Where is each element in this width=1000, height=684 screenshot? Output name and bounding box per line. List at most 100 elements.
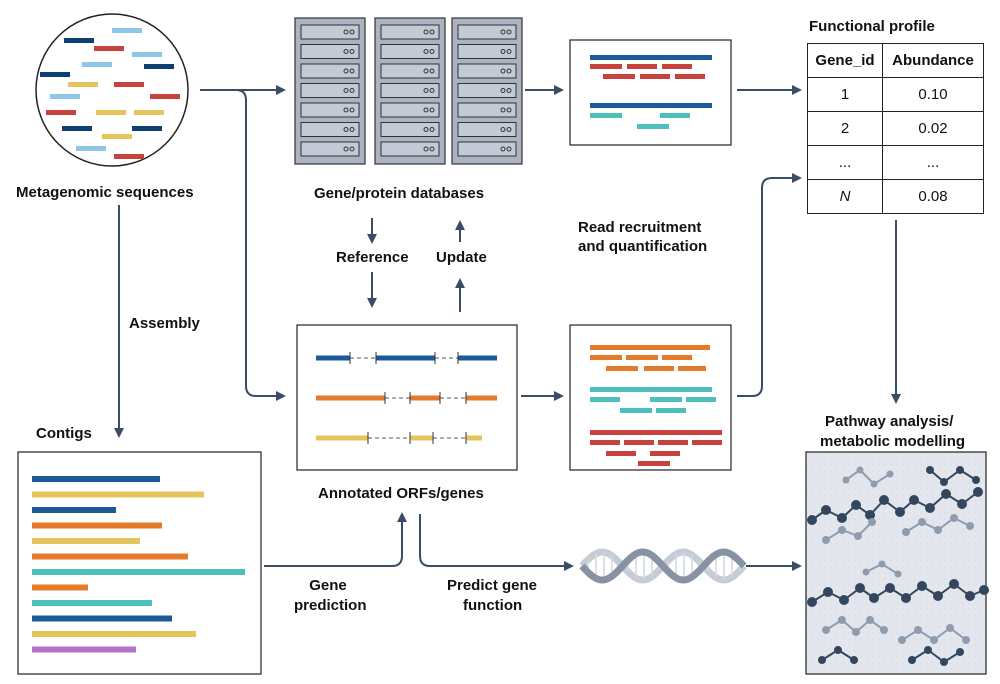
metabolite-node [837,513,847,523]
reference-label: Reference [336,249,409,266]
server-drive [380,141,440,157]
sequence-bar [590,113,622,118]
server-led [429,29,435,35]
sequence-bar [638,461,670,466]
metabolite-node [850,656,858,664]
metabolite-node [868,518,876,526]
table-row: 2 0.02 [807,111,984,146]
sequence-bar [590,430,722,435]
orf-segment [466,395,497,401]
sequence-bar [606,451,636,456]
server-led [343,127,349,132]
read-fragment [46,110,76,115]
sequence-bar [662,64,692,69]
metabolite-node [880,626,888,634]
server-led [349,49,355,54]
server-drive [300,44,360,59]
metabolite-node [957,499,967,509]
sequence-bar [692,440,722,445]
sequence-bar [640,74,670,79]
metabolite-node [965,591,975,601]
metabolite-node [854,532,862,540]
server-led [343,68,349,74]
contigs-label: Contigs [36,425,92,442]
server-led [349,127,355,132]
metabolite-node [838,526,846,534]
arrow-contigs-to-orfs [264,512,407,567]
metabolite-node [886,470,894,478]
contig-bar [32,615,172,622]
table-row: 1 0.10 [807,77,984,112]
metabolite-node [822,626,830,634]
server-led [423,29,429,35]
server-led [429,49,435,54]
orf-segment [410,435,433,441]
contig-bar [32,600,152,606]
server-icon [294,17,366,165]
metabolite-node [807,515,817,525]
server-icon [374,17,446,165]
server-drive [457,24,517,40]
read-fragment [76,146,106,151]
sequence-bar [590,55,712,60]
read-fragment [96,110,126,115]
metabolite-node [865,510,875,520]
sequence-bar [686,397,716,402]
server-led [349,29,355,35]
arrow-sequences-to-orfs [200,89,286,401]
read-fragment [114,82,144,87]
server-drive [457,141,517,157]
server-led [349,146,355,152]
sequence-bar [658,440,688,445]
server-led [343,107,349,113]
header-gene-id: Gene_id [807,43,883,78]
read-fragment [94,46,124,51]
server-drive [380,63,440,79]
read-fragment [50,94,80,99]
read-mapping-box-bottom [569,324,732,471]
sequence-bar [650,397,682,402]
metabolite-node [930,636,938,644]
contig-bar [32,553,188,560]
server-led [500,146,506,152]
metabolite-node [862,568,870,576]
dna-helix-icon [579,548,747,584]
metabolite-node [902,528,910,536]
sequence-bar [662,355,692,360]
orf-segment [410,395,440,401]
read-fragment [112,28,142,33]
read-fragment [102,134,132,139]
metabolite-node [823,587,833,597]
flow-arrows [114,85,901,571]
metabolite-node [949,579,959,589]
metabolite-node [839,595,849,605]
metabolite-node [870,480,878,488]
metabolite-node [973,487,983,497]
metabolite-node [908,656,916,664]
sequence-bar [590,345,710,350]
server-led [500,29,506,35]
metabolite-node [822,536,830,544]
predict-gene-function-label-line1: Predict gene [447,577,538,594]
sequence-bar [620,408,652,413]
helix-strand-front [579,548,747,584]
orf-segment [376,355,435,361]
read-fragment [144,64,174,69]
arrow-orfs-to-function [419,514,574,571]
server-led [423,127,429,132]
read-mapping-box-top [569,39,732,146]
gene-id-cell: N [807,179,883,214]
sequence-bar [606,366,638,371]
metabolite-node [834,646,842,654]
server-led [429,127,435,132]
orf-segment [316,395,385,401]
read-fragment [132,126,162,131]
server-drive [457,102,517,118]
server-led [423,107,429,113]
metabolite-node [972,476,980,484]
read-recruitment-label-line2: and quantification [578,238,708,255]
sequence-bar [590,103,712,108]
sequence-bar [660,113,690,118]
server-led [429,146,435,152]
